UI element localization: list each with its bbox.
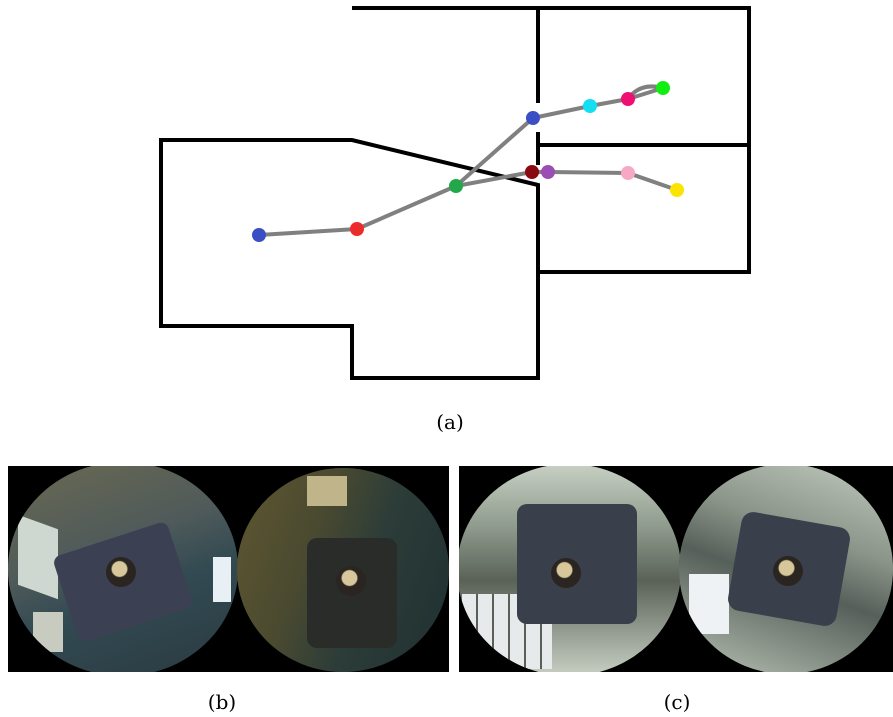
waypoint-dark-red xyxy=(525,165,539,179)
waypoint-green-end xyxy=(656,81,670,95)
caption-a: (a) xyxy=(436,410,464,434)
waypoint-door-blue xyxy=(526,111,540,125)
floor-plan-walls xyxy=(159,6,751,380)
waypoint-cyan xyxy=(583,99,597,113)
fisheye-image-b-right xyxy=(237,468,449,672)
caption-b: (b) xyxy=(207,690,237,714)
waypoint-pink xyxy=(621,166,635,180)
waypoint-start xyxy=(252,228,266,242)
waypoint-magenta xyxy=(621,92,635,106)
fisheye-image-c-left xyxy=(459,466,681,672)
fisheye-image-b-left xyxy=(8,466,238,672)
caption-c: (c) xyxy=(663,690,691,714)
waypoint-yellow xyxy=(670,183,684,197)
fisheye-image-c-right xyxy=(679,466,893,672)
trajectory-main xyxy=(257,86,665,237)
waypoint-red xyxy=(350,222,364,236)
image-panel-c xyxy=(459,466,893,672)
trajectory-lines xyxy=(257,84,679,237)
image-panel-b xyxy=(8,466,449,672)
floor-plan-diagram xyxy=(159,6,751,380)
waypoint-purple xyxy=(541,165,555,179)
waypoints xyxy=(252,81,684,242)
right-rooms-outline xyxy=(538,6,751,274)
outer-wall-outline xyxy=(159,6,540,380)
waypoint-green-mid xyxy=(449,179,463,193)
